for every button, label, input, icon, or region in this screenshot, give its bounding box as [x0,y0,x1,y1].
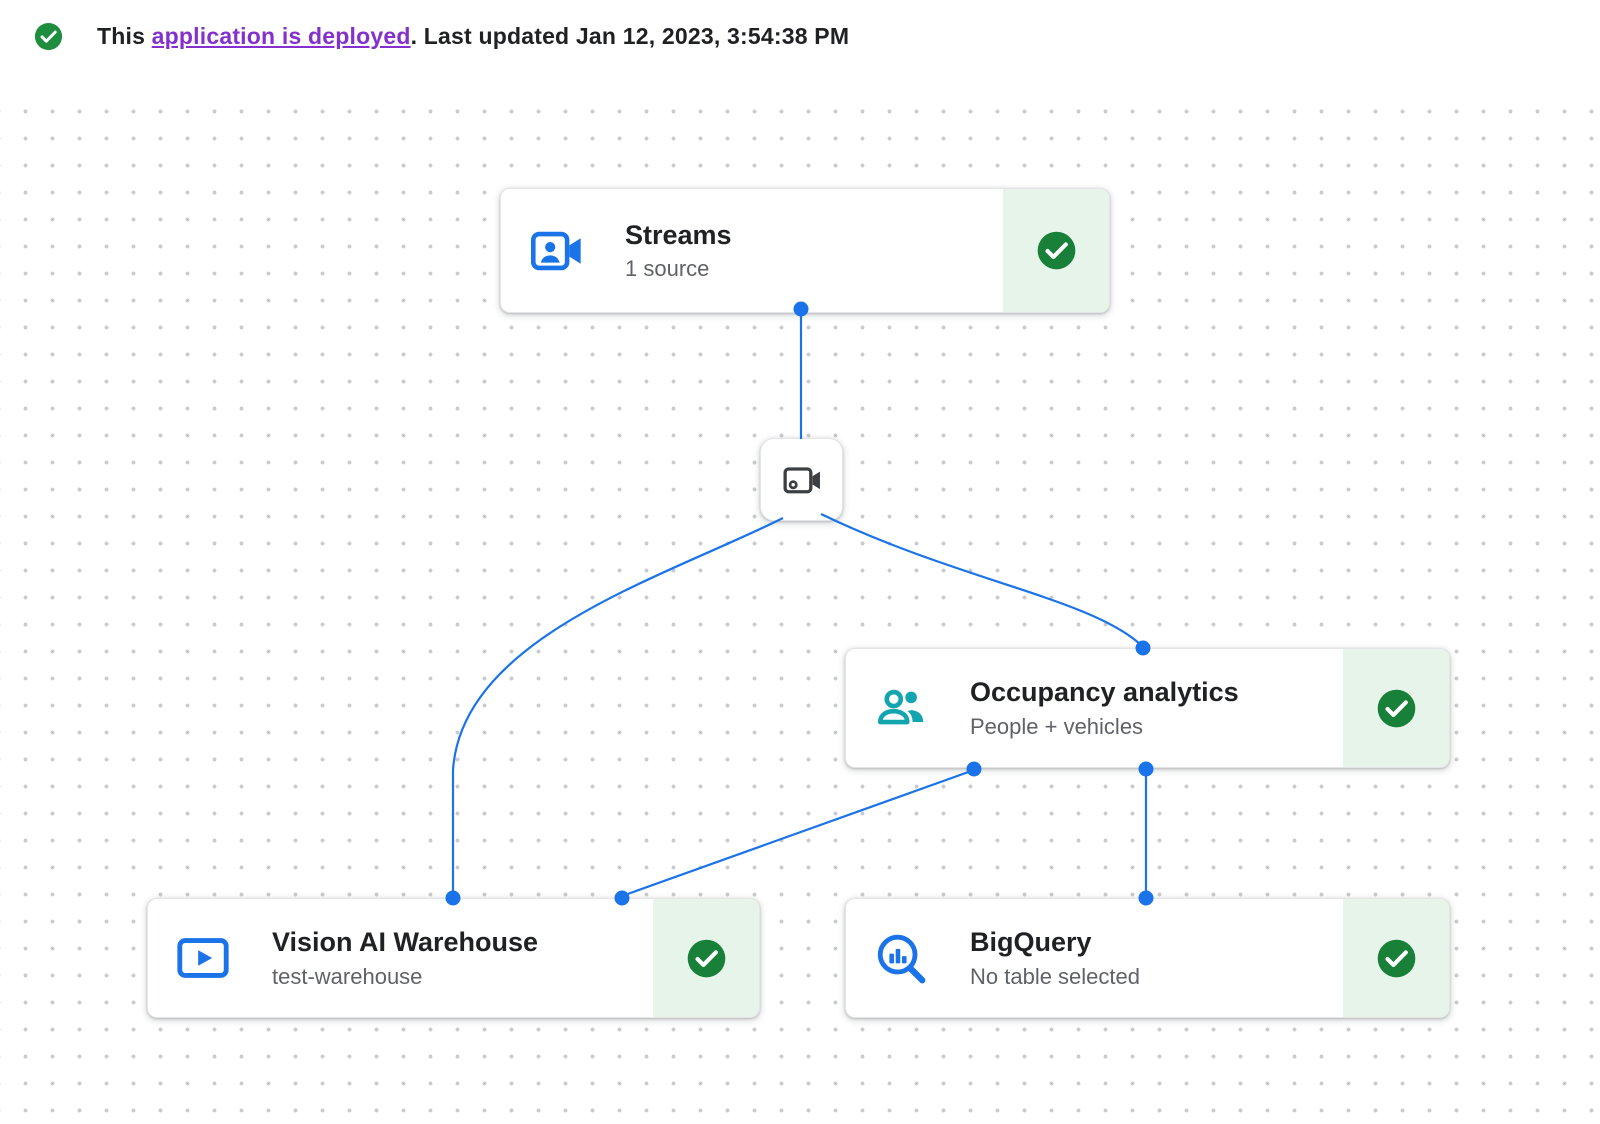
edge-input-to-warehouse [451,517,784,894]
people-icon [872,679,930,737]
node-title: Vision AI Warehouse [272,927,539,958]
status-text-suffix: . Last updated Jan 12, 2023, 3:54:38 PM [410,22,850,49]
check-circle-icon [1375,937,1418,980]
node-streams[interactable]: Streams 1 source [500,188,1110,313]
deployed-application-link[interactable]: application is deployed [151,22,411,49]
deployment-status-text: This application is deployed. Last updat… [97,23,849,50]
port-bigquery-in[interactable] [1138,890,1154,906]
node-title: Streams [625,219,732,250]
node-subtitle: People + vehicles [970,713,1144,739]
node-status-deployed [1343,899,1449,1017]
video-camera-front-icon [527,222,585,280]
port-occupancy-in[interactable] [1135,640,1151,656]
node-status-deployed [653,899,759,1017]
port-occupancy-out-left[interactable] [966,761,982,777]
bigquery-search-icon [872,929,930,987]
check-circle-icon [1035,229,1078,272]
node-title: Occupancy analytics [970,677,1239,708]
check-circle-icon [1375,687,1418,730]
node-status-deployed [1003,189,1109,312]
edge-occupancy-to-warehouse [621,768,975,898]
node-bigquery-text: BigQuery No table selected [970,926,1140,989]
edge-input-to-occupancy [820,513,1141,645]
video-camera-icon [780,458,824,502]
port-occupancy-out-right[interactable] [1138,761,1154,777]
node-occupancy-analytics[interactable]: Occupancy analytics People + vehicles [845,648,1450,768]
node-title: BigQuery [970,927,1092,958]
node-vision-ai-warehouse[interactable]: Vision AI Warehouse test-warehouse [147,898,760,1018]
check-circle-icon [685,937,728,980]
port-warehouse-in-left[interactable] [445,890,461,906]
graph-canvas[interactable]: Streams 1 source [0,88,1600,1124]
deployment-status-bar: This application is deployed. Last updat… [0,0,1600,88]
node-subtitle: 1 source [625,256,710,282]
node-occupancy-text: Occupancy analytics People + vehicles [970,676,1239,739]
node-subtitle: test-warehouse [272,963,423,989]
check-circle-icon [33,21,64,52]
node-subtitle: No table selected [970,963,1140,989]
status-text-prefix: This [97,22,152,49]
smart-display-icon [174,929,232,987]
node-streams-text: Streams 1 source [625,219,732,282]
node-bigquery[interactable]: BigQuery No table selected [845,898,1450,1018]
port-warehouse-in-right[interactable] [614,890,630,906]
node-warehouse-text: Vision AI Warehouse test-warehouse [272,926,538,989]
node-status-deployed [1343,649,1449,767]
node-stream-input[interactable] [760,438,843,521]
port-streams-out[interactable] [793,301,809,317]
